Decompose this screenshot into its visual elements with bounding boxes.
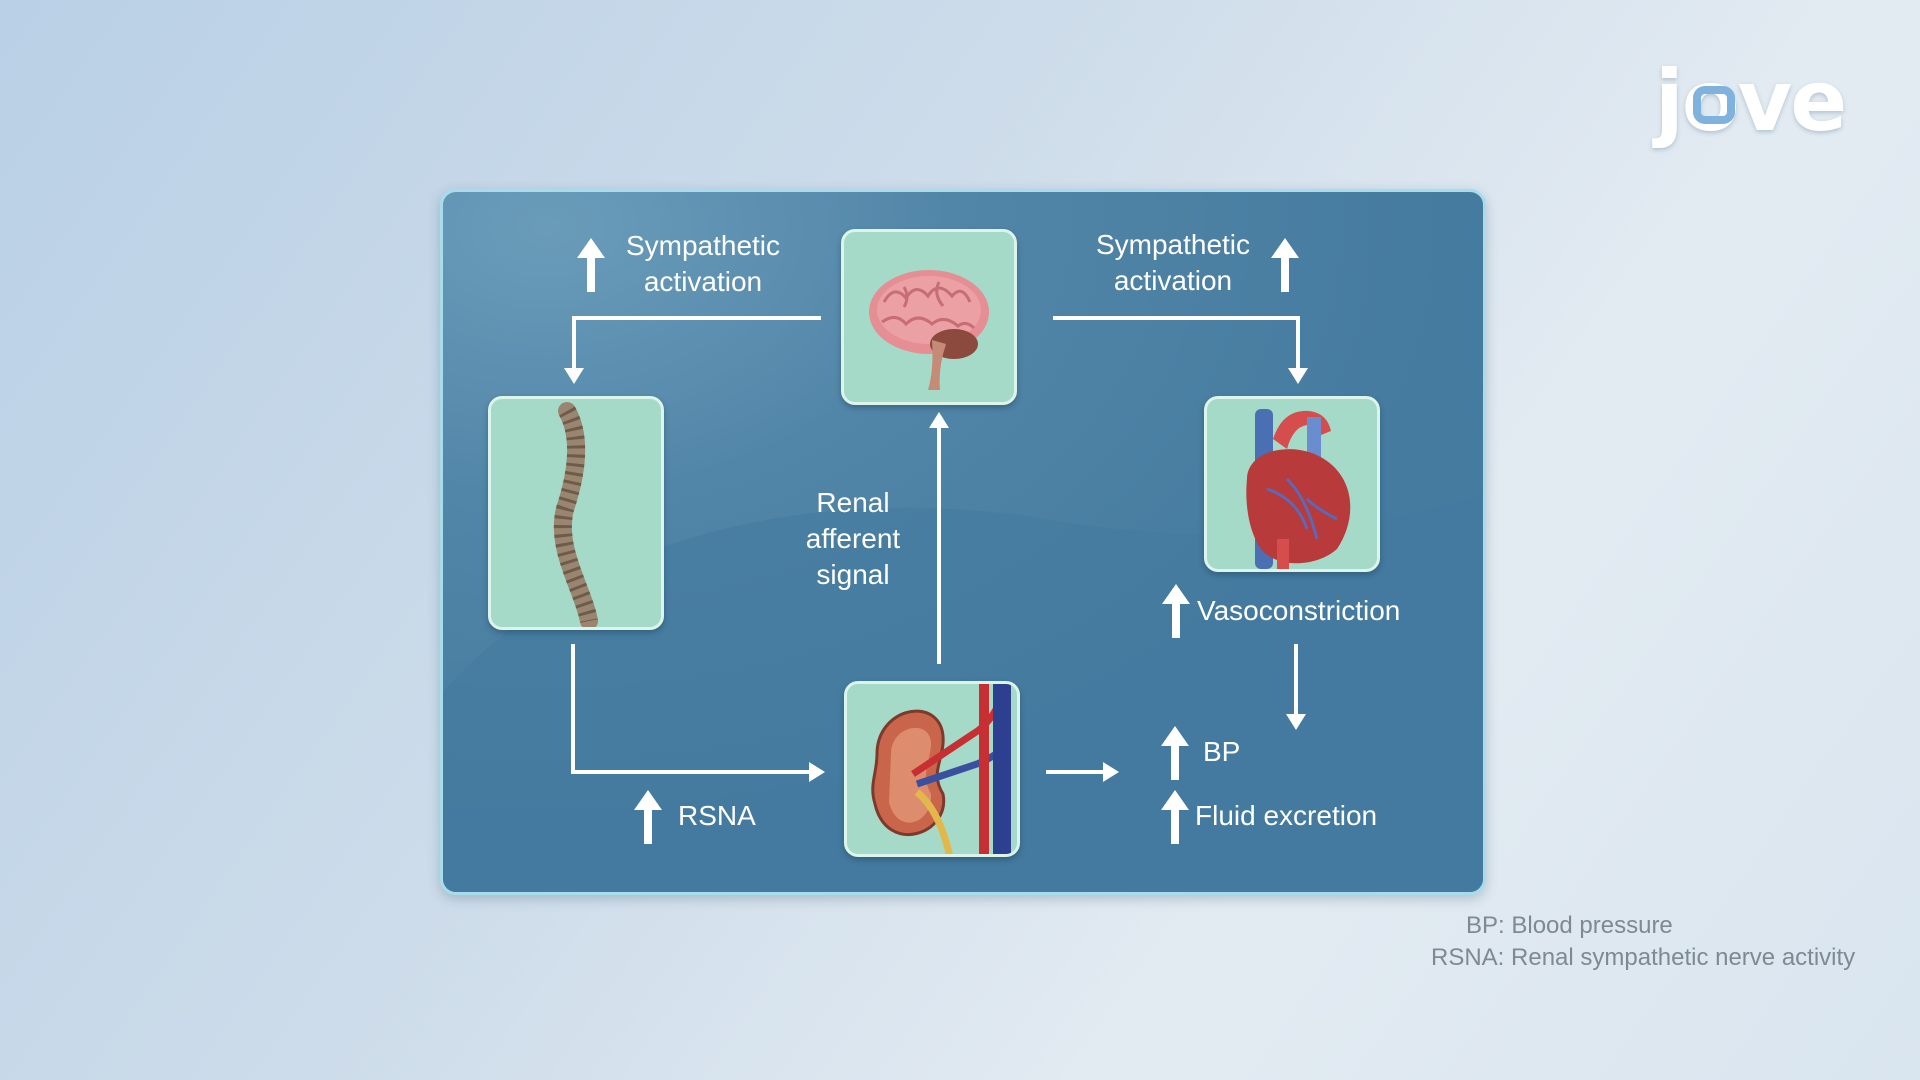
label-renal-line2: afferent xyxy=(805,523,901,554)
label-sympathetic-activation-right: Sympathetic activation xyxy=(1083,227,1263,299)
heart-tile xyxy=(1204,396,1380,572)
kidney-tile xyxy=(844,681,1020,857)
label-renal-line3: signal xyxy=(816,559,890,590)
diagram-panel: Sympathetic activation Sympathetic activ… xyxy=(440,189,1486,895)
label-sympathetic-left-line2: activation xyxy=(643,266,763,297)
label-sympathetic-right-line1: Sympathetic xyxy=(1095,229,1251,260)
label-sympathetic-right-line2: activation xyxy=(1113,265,1233,296)
label-bp: BP xyxy=(1203,736,1241,767)
kidney-icon xyxy=(871,684,1011,854)
label-renal-afferent-signal: Renal afferent signal xyxy=(783,485,923,593)
label-fluid-excretion: Fluid excretion xyxy=(1195,800,1378,831)
label-renal-line1: Renal xyxy=(816,487,890,518)
brain-icon xyxy=(869,270,989,390)
logo-text: jove xyxy=(1655,52,1847,150)
flow-arrows xyxy=(564,238,1308,844)
label-vasoconstriction: Vasoconstriction xyxy=(1197,595,1401,626)
jove-logo: jove xyxy=(1655,52,1847,150)
brain-tile xyxy=(841,229,1017,405)
spine-icon xyxy=(553,402,598,627)
label-sympathetic-activation-left: Sympathetic activation xyxy=(613,228,793,300)
legend-bp: BP: Blood pressure xyxy=(1466,912,1673,939)
label-sympathetic-left-line1: Sympathetic xyxy=(625,230,781,261)
logo-speech-bubble-icon xyxy=(1693,86,1735,124)
heart-icon xyxy=(1246,409,1351,569)
spine-tile xyxy=(488,396,664,630)
legend-rsna: RSNA: Renal sympathetic nerve activity xyxy=(1431,944,1856,971)
label-rsna: RSNA xyxy=(678,800,756,831)
